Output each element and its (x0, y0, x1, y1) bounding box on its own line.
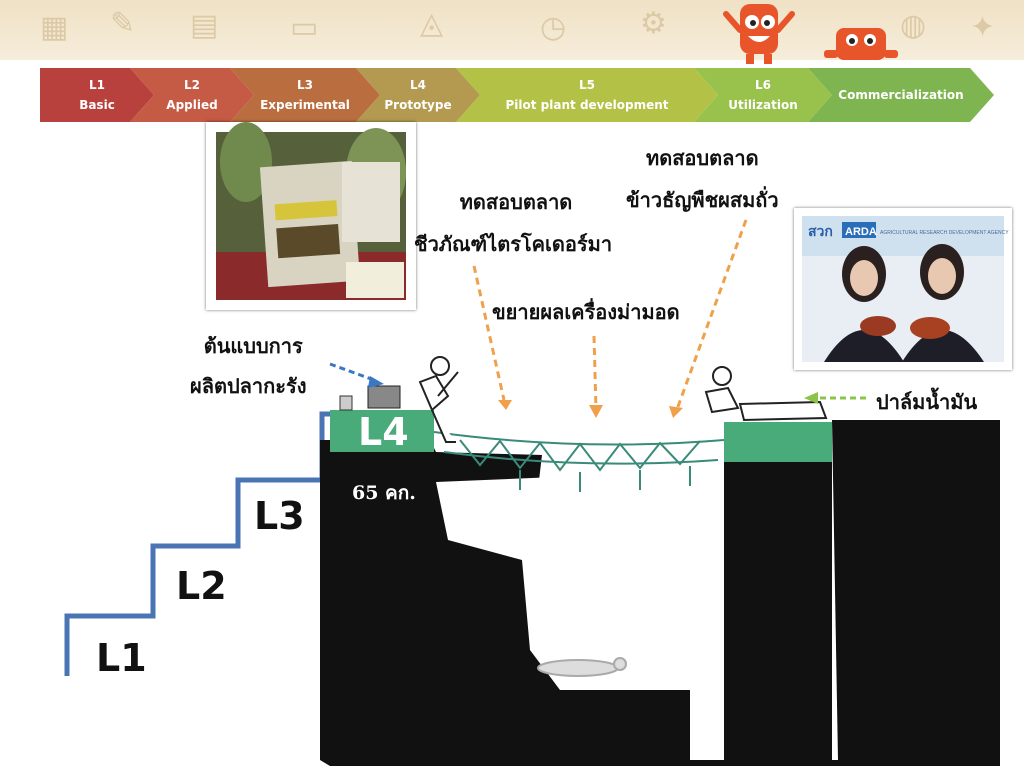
arrowhead-grain-mix-icon (669, 406, 683, 418)
level-code: L4 (410, 78, 426, 92)
ruler-icon: ▭ (290, 11, 319, 44)
stair-label-l2: L2 (176, 564, 227, 608)
level-chevron-commercialization: Commercialization (808, 68, 994, 122)
worker-figure-right-icon (704, 366, 828, 422)
caption-oil-palm: ปาล์มน้ำมัน (876, 390, 978, 414)
stair-label-l1: L1 (96, 636, 147, 680)
left-cliff-wall (330, 452, 434, 482)
level-code: L3 (297, 78, 313, 92)
level-name: Commercialization (838, 88, 964, 102)
pencil-icon: ✎ (110, 7, 136, 40)
level-name: Basic (79, 98, 115, 112)
banner-logo-th: สวก (808, 223, 833, 239)
stair-label-l4: L4 (358, 410, 409, 454)
fallen-figure-icon (537, 657, 627, 677)
level-name: Utilization (728, 98, 798, 112)
caption-trichoderma: ทดสอบตลาด ชีวภัณฑ์ไตรโคเดอร์มา (414, 190, 613, 256)
mascot-character-icon (723, 4, 795, 64)
valley-gap (436, 470, 724, 740)
staircase-line (64, 411, 360, 676)
stair-label-l3: L3 (254, 494, 305, 538)
product-photo (206, 122, 416, 310)
right-cliff-wall (724, 462, 832, 762)
arrowhead-mulberry-icon (589, 405, 603, 418)
technology-readiness-levels: L1 Basic L2 Applied L3 Experimental L4 P… (0, 0, 1024, 130)
caption-fish-prototype: ต้นแบบการ ผลิตปลากะรัง (190, 334, 307, 398)
level-name: Experimental (260, 98, 350, 112)
arrow-grain-mix (674, 219, 748, 413)
orange-arrows (472, 219, 748, 413)
left-cliff-top (330, 410, 434, 452)
level-code: L2 (184, 78, 200, 92)
level-chevron-l5: L5 Pilot plant development (456, 68, 718, 122)
banner-agency: AGRICULTURAL RESEARCH DEVELOPMENT AGENCY (880, 230, 1009, 236)
caption-mulberry: ขยายผลเครื่องม่ามอด (492, 300, 680, 324)
level-name: Prototype (384, 98, 452, 112)
level-chevron-l1: L1 Basic (40, 68, 154, 122)
people-photo: สวก ARDA AGRICULTURAL RESEARCH DEVELOPME… (794, 208, 1012, 370)
arrowhead-fish-prototype-icon (368, 376, 384, 388)
level-chevron-l6: L6 Utilization (694, 68, 832, 122)
prototype-weight: 65 คก. (352, 482, 416, 504)
level-code: L5 (579, 78, 595, 92)
level-name: Pilot plant development (505, 98, 669, 112)
gear-icon: ⚙ (640, 7, 667, 40)
arrow-mulberry (592, 335, 598, 411)
lightbulb-icon: ✦ (970, 11, 996, 44)
banner-logo-en: ARDA (845, 226, 877, 238)
compass-icon: ◬ (420, 7, 444, 40)
arrow-fish-prototype (329, 362, 375, 382)
product-package-image (216, 122, 406, 300)
right-cliff-top (724, 422, 832, 464)
calculator-icon: ▦ (40, 11, 69, 44)
researchers-with-oil-palm-image: สวก ARDA AGRICULTURAL RESEARCH DEVELOPME… (802, 216, 1009, 362)
bridge (433, 431, 725, 492)
mascot-peeking-icon (824, 28, 898, 60)
level-chevron-l3: L3 Experimental (230, 68, 380, 122)
caption-grain-mix: ทดสอบตลาด ข้าวธัญพืชผสมถั่ว (626, 146, 779, 212)
prototype-machine-icon (339, 385, 401, 411)
level-code: L6 (755, 78, 771, 92)
arrow-trichoderma (472, 265, 506, 401)
worker-figure-left-icon (418, 356, 459, 443)
clock-icon: ◷ (540, 11, 567, 44)
arrowhead-oil-palm-icon (804, 392, 818, 404)
arrowhead-trichoderma-icon (498, 400, 512, 410)
level-code: L1 (89, 78, 105, 92)
globe-icon: ◍ (900, 9, 927, 42)
level-name: Applied (166, 98, 218, 112)
book-icon: ▤ (190, 9, 219, 42)
